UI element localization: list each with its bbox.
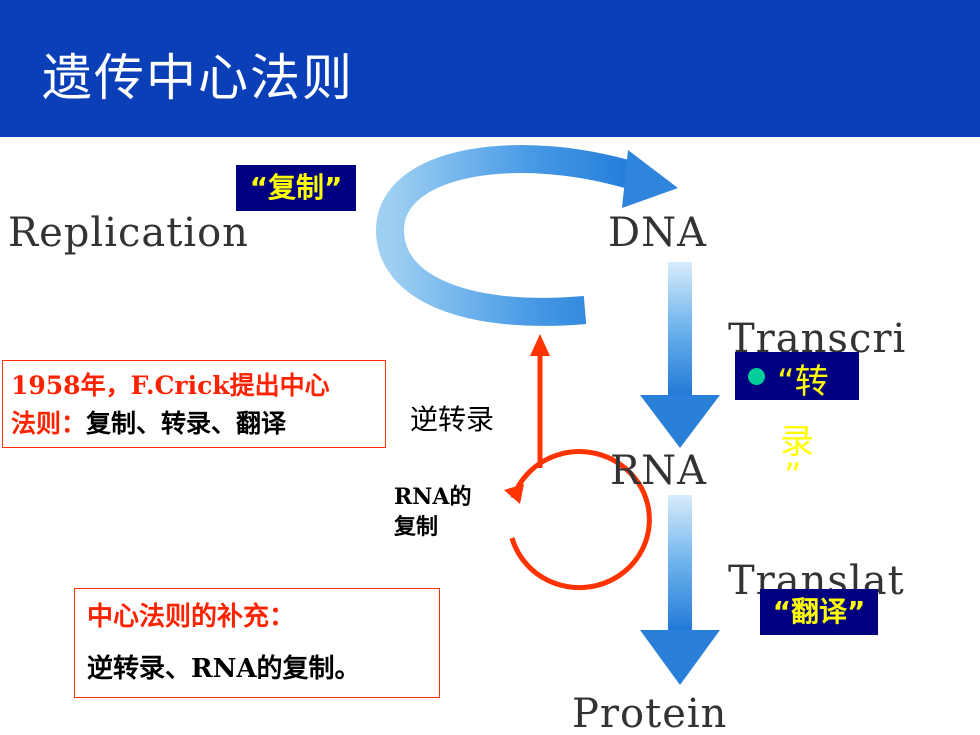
title-bar: 遗传中心法则 — [0, 0, 980, 137]
supplement-body: 逆转录、RNA的复制。 — [87, 654, 361, 684]
transcription-arrowhead — [640, 395, 720, 448]
protein-label: Protein — [572, 691, 727, 735]
crick-note-line1: 1958年，F.Crick提出中心 — [11, 371, 330, 400]
transcription-arrow-shaft — [668, 262, 692, 397]
replication-arrowhead — [622, 150, 678, 208]
reverse-transcription-label: 逆转录 — [410, 403, 495, 436]
reverse-transcription-arrowhead — [530, 334, 550, 356]
rna-replication-arrowhead — [504, 484, 524, 504]
supplement-heading: 中心法则的补充： — [87, 602, 296, 632]
supplement-note-box: 中心法则的补充： 逆转录、RNA的复制。 — [74, 588, 440, 698]
rna-replication-label: RNA的 复制 — [394, 484, 472, 540]
replication-arc-arrow — [375, 145, 645, 326]
translation-arrow-shaft — [668, 495, 692, 633]
replication-label: Replication — [8, 210, 249, 256]
transcription-zh-line2: 录 — [780, 422, 814, 462]
translation-zh-label: “翻译” — [760, 589, 878, 635]
crick-note-box: 1958年，F.Crick提出中心 法则：复制、转录、翻译 — [2, 360, 386, 448]
transcription-zh-line3: ” — [784, 456, 802, 496]
dna-label: DNA — [608, 210, 707, 256]
slide-title: 遗传中心法则 — [42, 49, 354, 107]
rna-label: RNA — [610, 448, 707, 494]
transcription-zh-label: “转 — [735, 352, 859, 402]
rna-replication-circle-arrow — [509, 449, 652, 591]
translation-arrowhead — [640, 630, 720, 685]
bullet-dot — [748, 368, 765, 385]
crick-note-line2: 法则：复制、转录、翻译 — [11, 409, 287, 438]
replication-zh-label: “复制” — [236, 165, 356, 211]
